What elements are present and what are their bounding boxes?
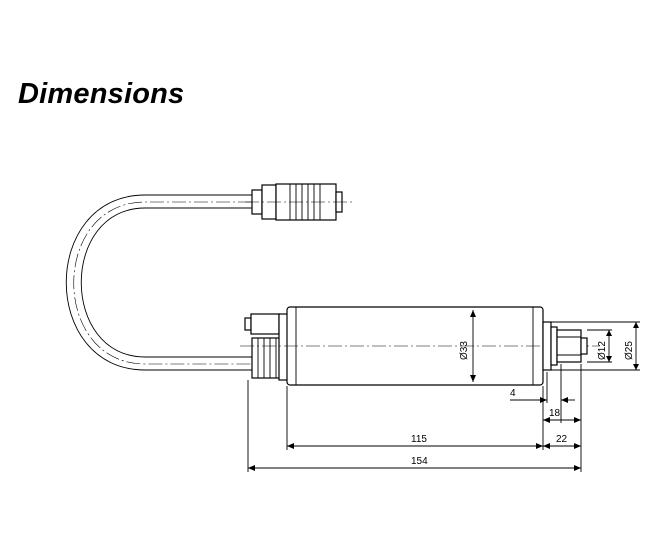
spindle-nose: [542, 321, 588, 371]
dim-dia33: Ø33: [459, 341, 470, 360]
dim-4: 4: [510, 388, 516, 399]
cable-connector: [245, 183, 352, 221]
dim-dia25: Ø25: [624, 341, 635, 360]
page-title: Dimensions: [18, 78, 185, 110]
rear-fittings: [244, 313, 308, 381]
dim-18: 18: [549, 408, 561, 419]
diameter-dims: Ø33 Ø12 Ø25: [459, 310, 640, 382]
cable: [65, 194, 252, 371]
dim-154: 154: [411, 456, 428, 467]
dim-22: 22: [556, 434, 568, 445]
extension-lines: [247, 364, 582, 472]
dim-dia12: Ø12: [597, 341, 608, 360]
length-dims: 4 18 115 22 154: [248, 388, 581, 471]
dim-115: 115: [411, 434, 427, 445]
